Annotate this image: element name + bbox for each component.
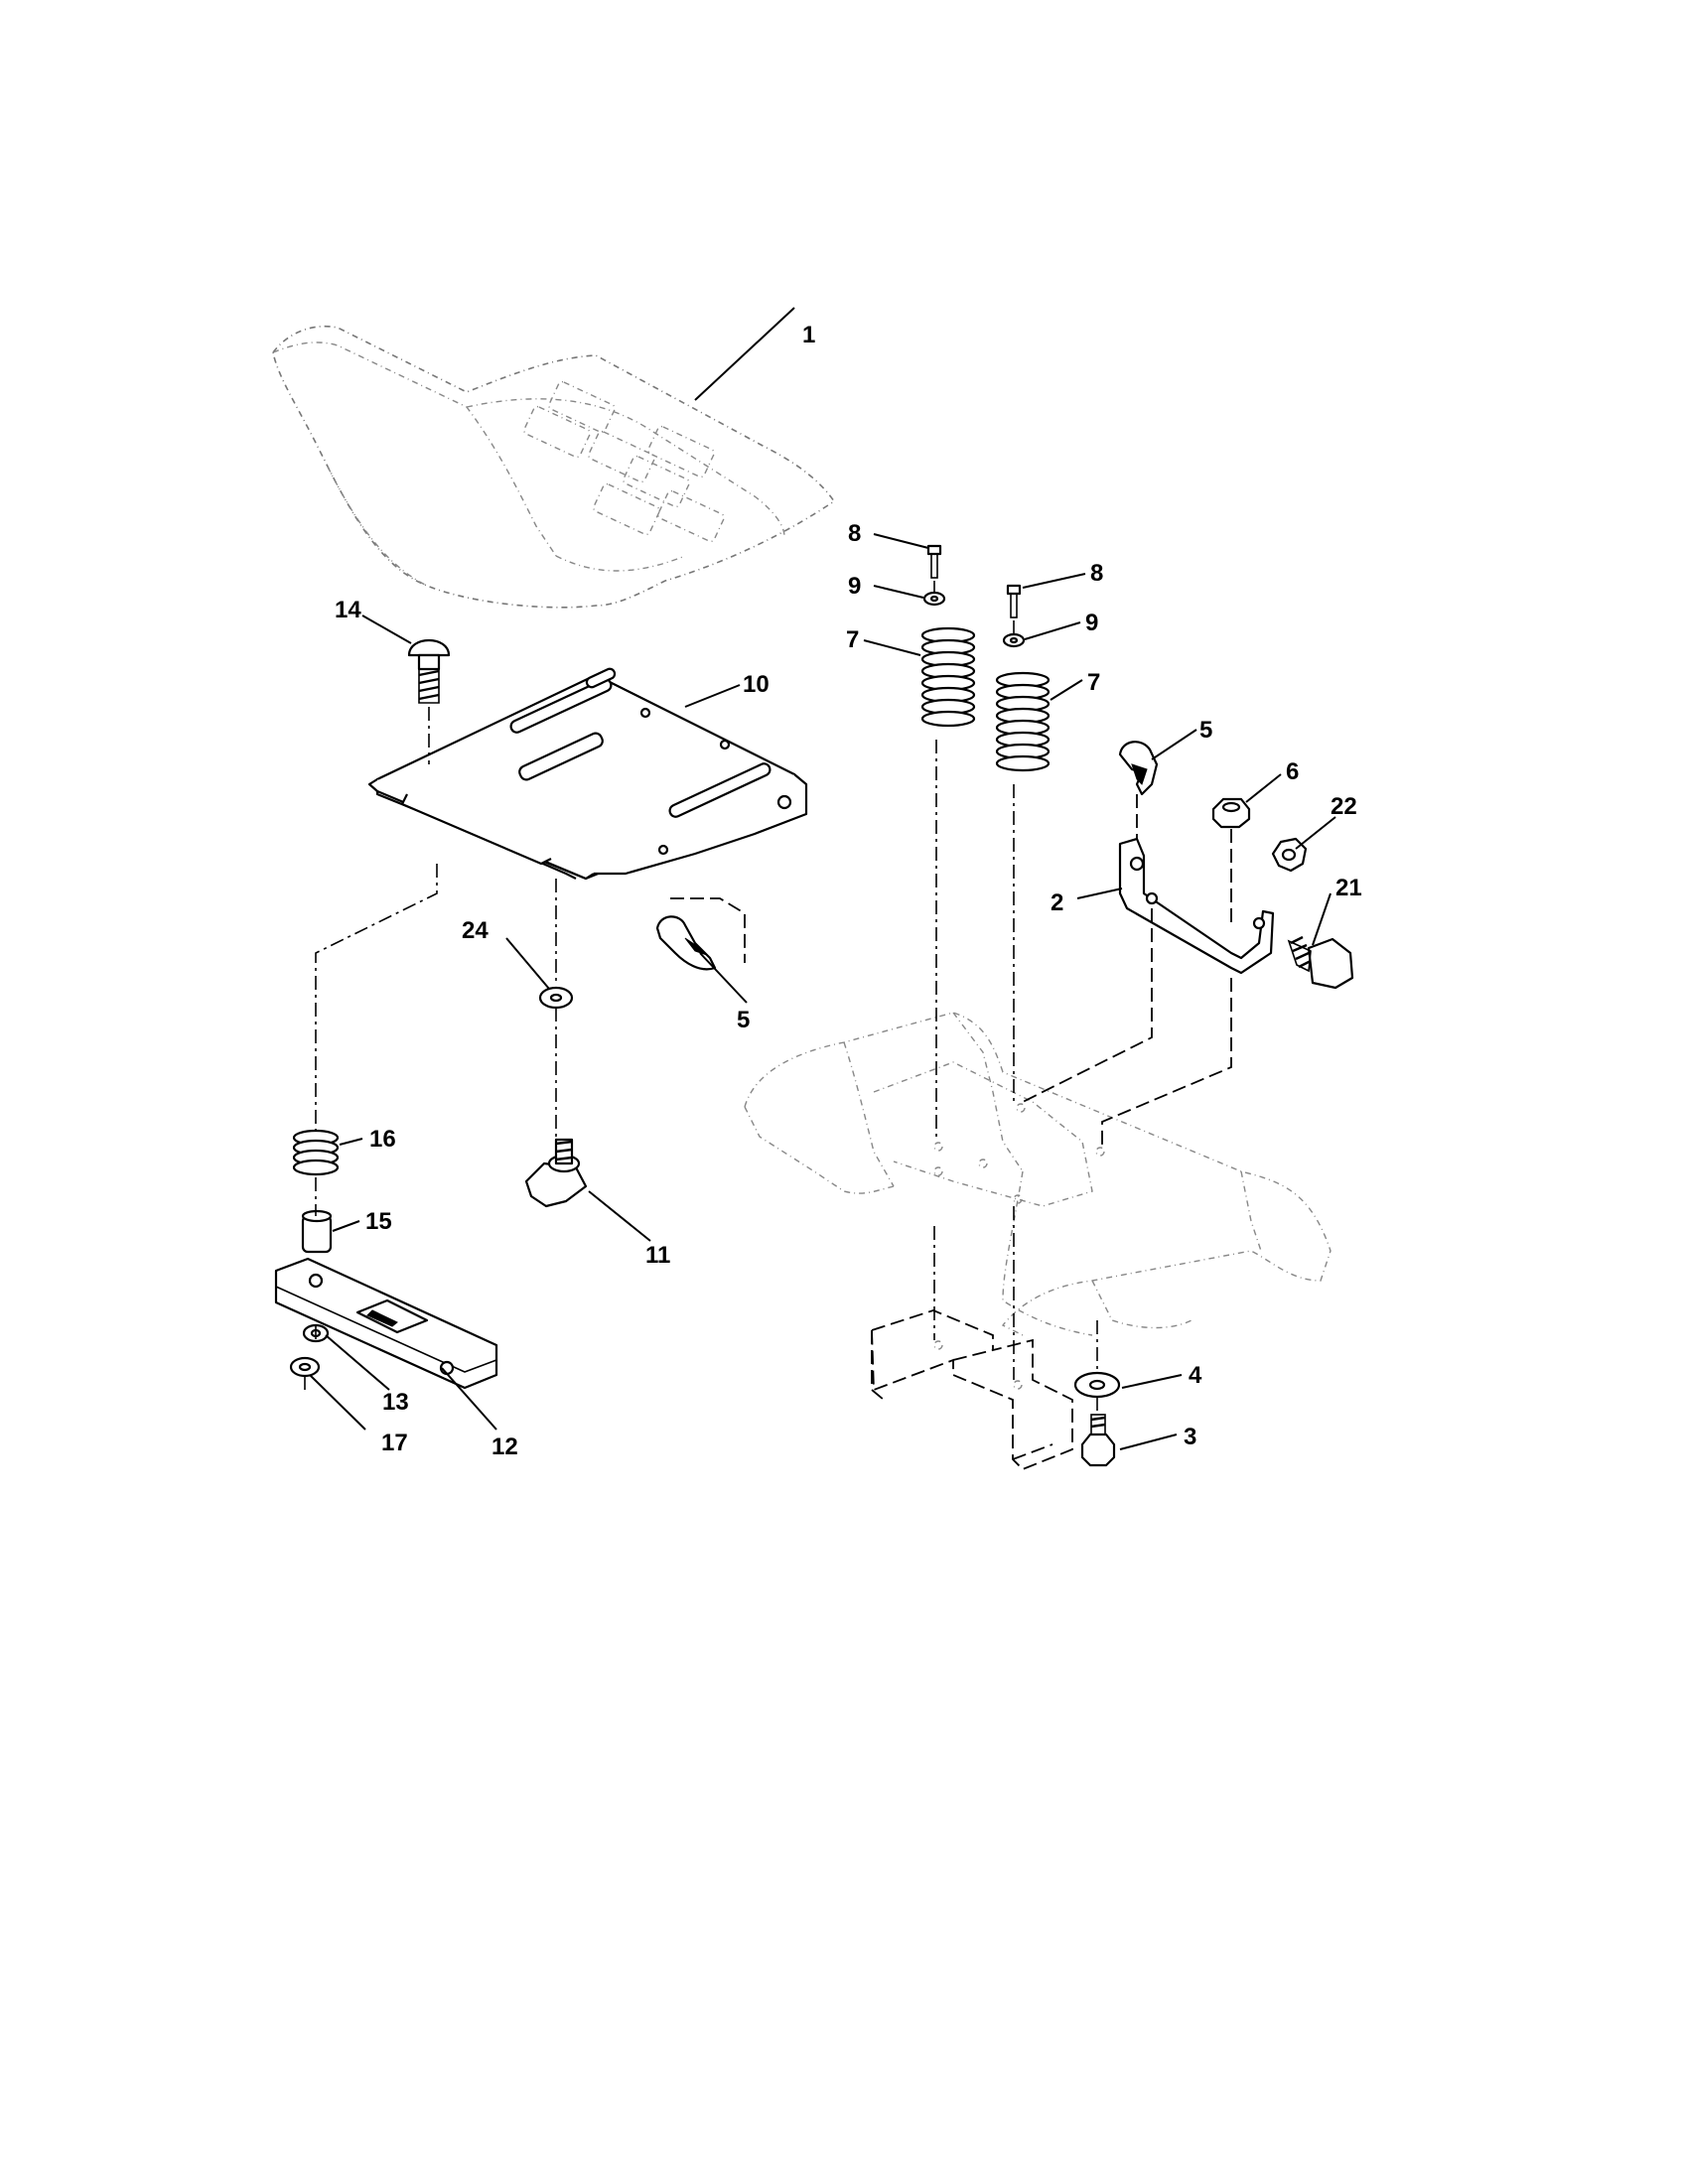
bolt-21 — [1287, 935, 1354, 990]
spring-7a — [920, 626, 976, 728]
callouts: 1 2 3 4 5 5 6 7 7 8 8 9 9 10 11 12 13 14… — [335, 322, 1362, 1460]
callout-15: 15 — [365, 1208, 392, 1235]
washer-24 — [538, 986, 574, 1010]
callout-3: 3 — [1184, 1424, 1196, 1450]
spacer-15 — [301, 1209, 333, 1254]
nut-6 — [1211, 797, 1251, 829]
callout-8-right: 8 — [1090, 560, 1103, 587]
callout-9-right: 9 — [1085, 610, 1098, 636]
callout-11: 11 — [645, 1242, 670, 1269]
callout-4: 4 — [1189, 1362, 1202, 1389]
seat-pan — [367, 667, 808, 881]
callout-5-right: 5 — [1199, 717, 1212, 744]
bolt-8a — [926, 544, 942, 579]
spring-16 — [292, 1129, 340, 1176]
carriage-bolt — [407, 639, 451, 704]
callout-5-left: 5 — [737, 1007, 750, 1033]
bolt-8b — [1006, 584, 1022, 618]
seat-switch-bracket — [1118, 837, 1275, 975]
axis-line — [1101, 978, 1232, 1147]
washer-9b — [1002, 632, 1026, 648]
callout-9-left: 9 — [848, 573, 861, 600]
bolt-3 — [1080, 1414, 1116, 1467]
axis-line — [1022, 908, 1153, 1103]
callout-10: 10 — [743, 671, 770, 698]
callout-16: 16 — [369, 1126, 396, 1153]
seat-bracket — [274, 1257, 498, 1390]
callout-2: 2 — [1051, 889, 1063, 916]
callout-1: 1 — [802, 322, 815, 348]
callout-12: 12 — [491, 1433, 518, 1460]
washer-4 — [1073, 1371, 1121, 1399]
knob — [524, 1138, 588, 1208]
callout-14: 14 — [335, 597, 361, 623]
nut-17 — [289, 1356, 321, 1378]
callout-13: 13 — [382, 1389, 409, 1416]
callout-21: 21 — [1335, 875, 1362, 901]
lower-bracket-phantom — [871, 1309, 1073, 1471]
callout-7-left: 7 — [846, 626, 859, 653]
washer-9a — [922, 591, 946, 607]
seat — [272, 326, 836, 609]
spring-7b — [995, 671, 1051, 772]
clip-left — [655, 897, 746, 971]
fender-phantom — [744, 1012, 1332, 1336]
axis-line — [315, 864, 438, 1132]
clip-right — [1118, 741, 1159, 796]
leader-lines — [309, 307, 1336, 1450]
callout-22: 22 — [1331, 793, 1357, 820]
callout-8-left: 8 — [848, 520, 861, 547]
callout-6: 6 — [1286, 758, 1299, 785]
callout-17: 17 — [381, 1430, 408, 1456]
axis-line — [304, 1325, 317, 1395]
callout-7-right: 7 — [1087, 669, 1100, 696]
callout-24: 24 — [462, 917, 489, 944]
